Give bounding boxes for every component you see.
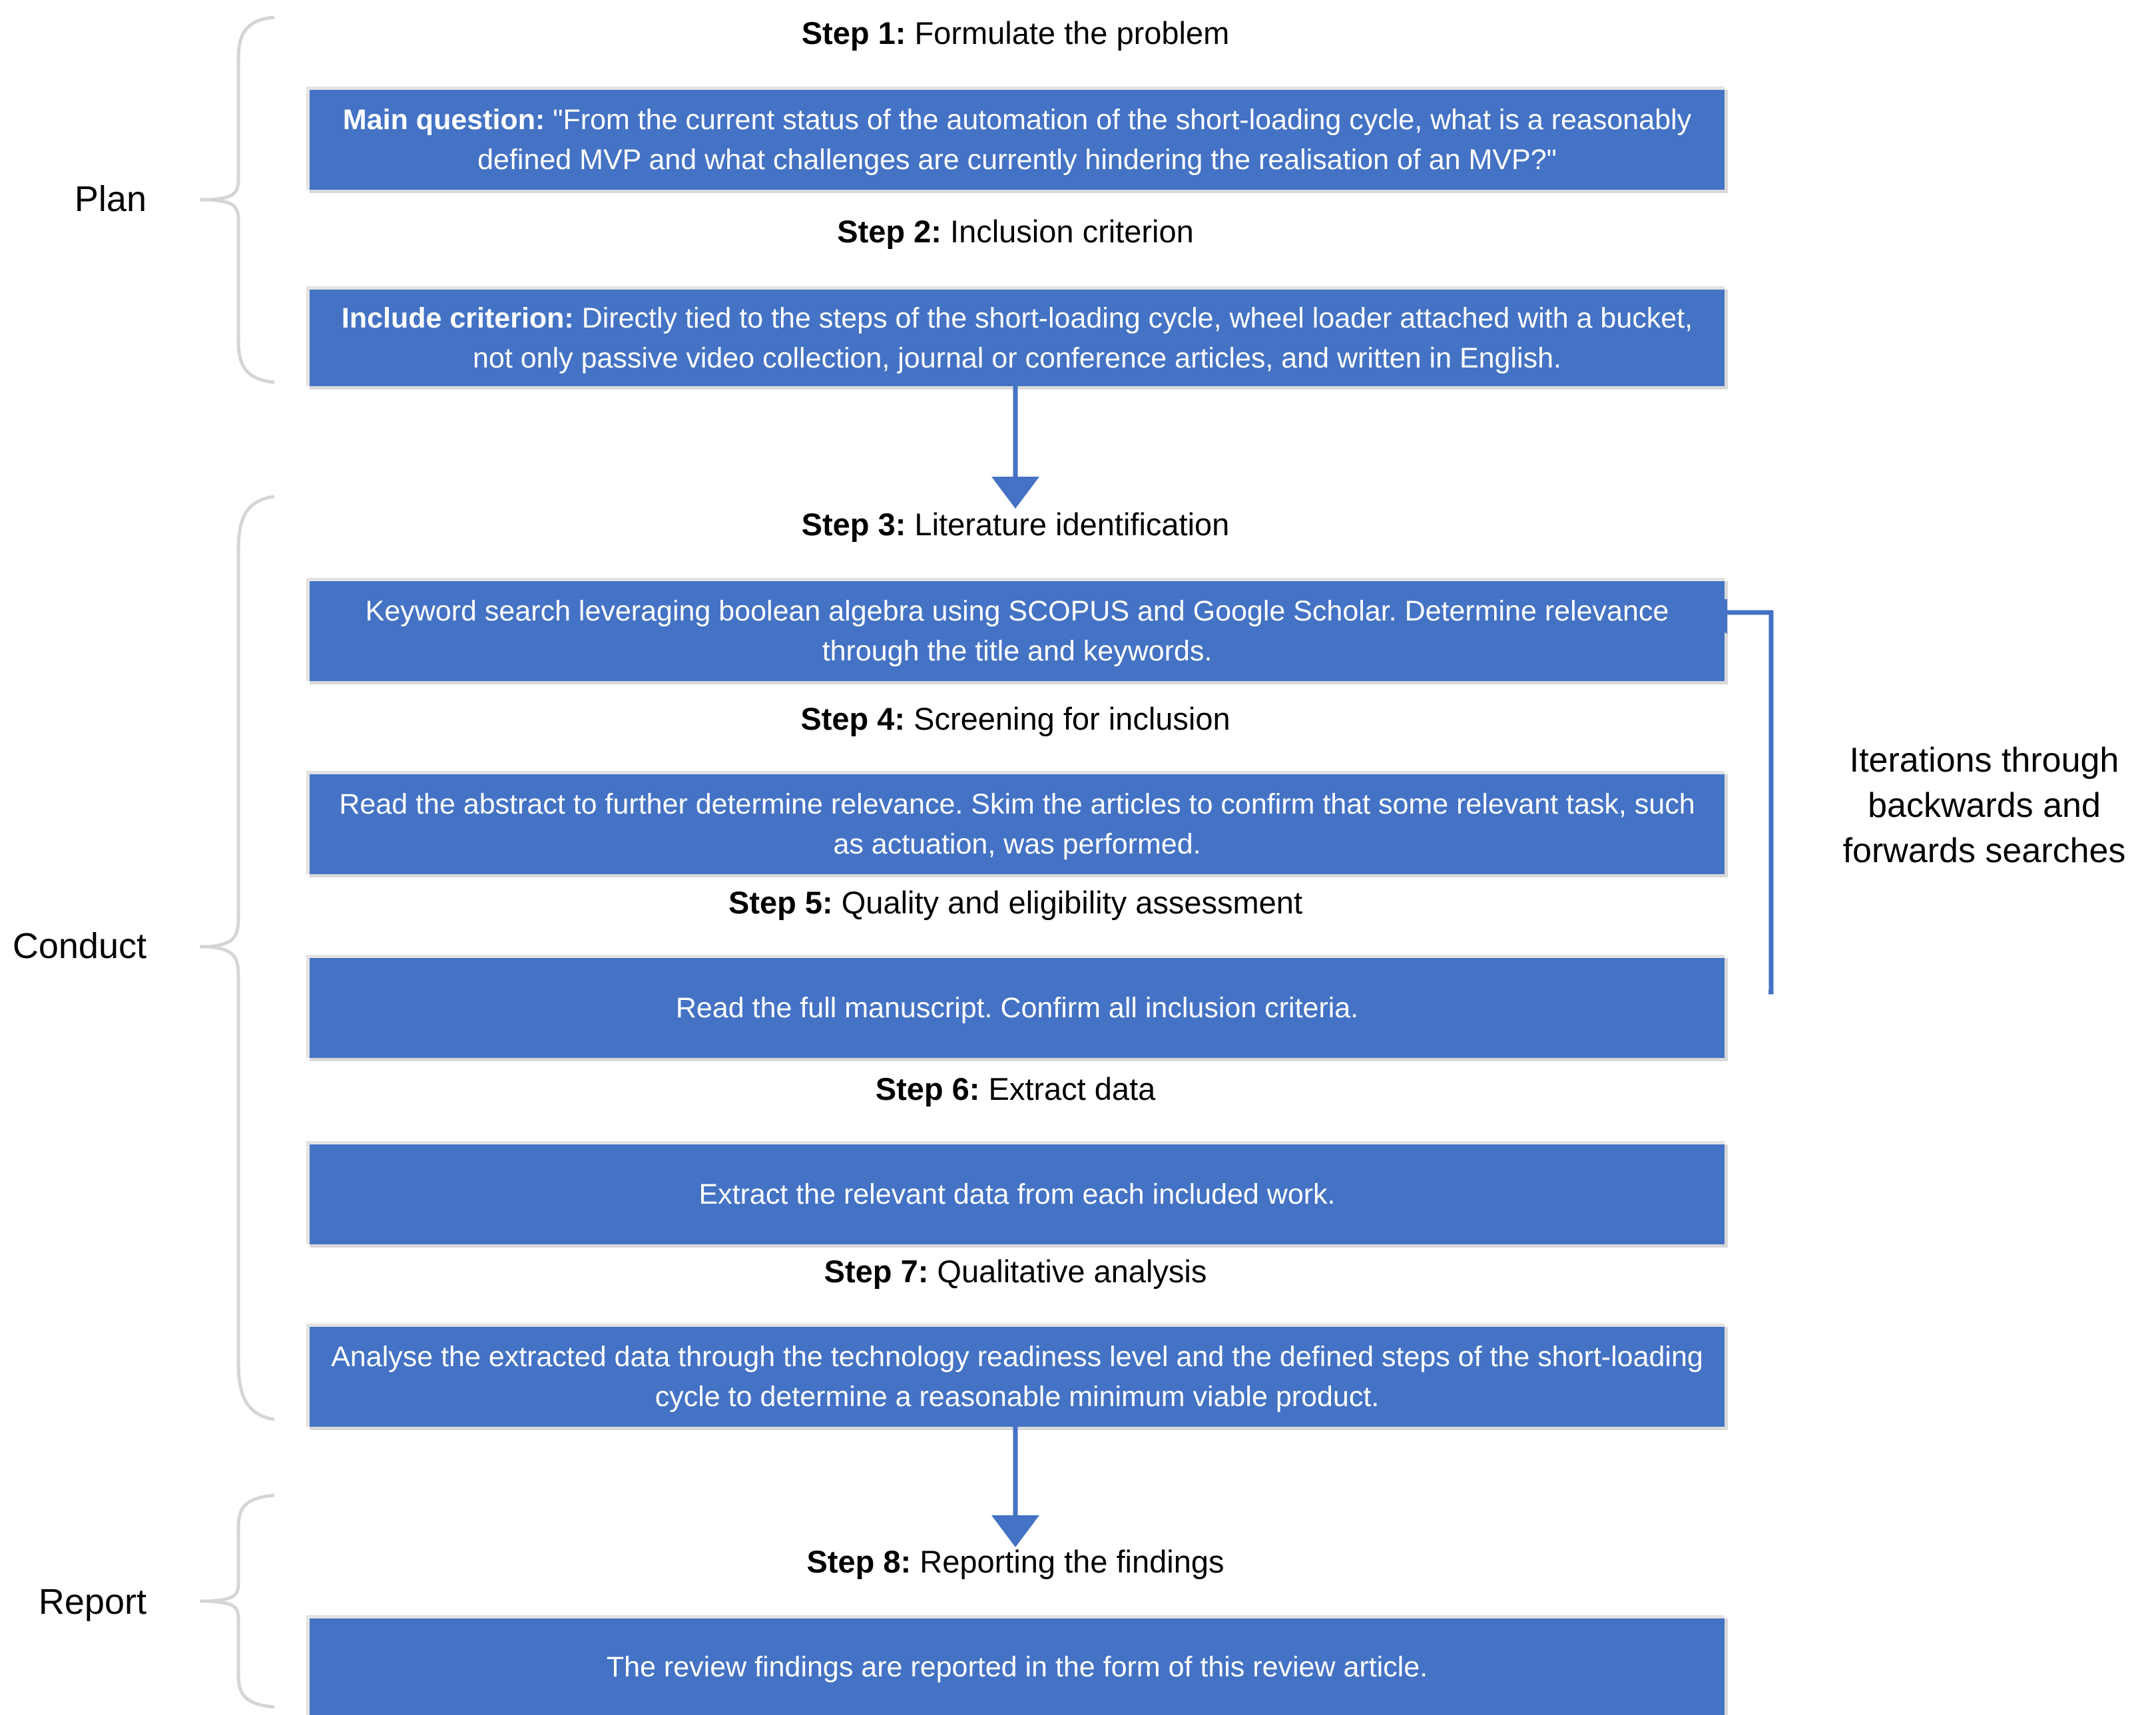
step-6-heading: Step 6: Extract data [306, 1071, 1725, 1108]
step-1-lead: Main question: [342, 104, 545, 136]
step-2-lead: Include criterion: [341, 302, 574, 334]
step-4-body: Read the abstract to further determine r… [339, 788, 1695, 860]
phase-brace-conduct [200, 495, 275, 1421]
step-6-number: Step 6: [875, 1071, 980, 1106]
step-2-number: Step 2: [837, 214, 942, 249]
step-2-body: Directly tied to the steps of the short-… [473, 302, 1693, 374]
phase-label-conduct: Conduct [12, 926, 146, 966]
phase-label-plan: Plan [74, 179, 146, 219]
step-5-body: Read the full manuscript. Confirm all in… [675, 992, 1359, 1024]
step-1-body: "From the current status of the automati… [477, 104, 1692, 176]
step-4-heading: Step 4: Screening for inclusion [306, 700, 1725, 738]
step-6-box: Extract the relevant data from each incl… [306, 1141, 1725, 1244]
step-8-body: The review findings are reported in the … [606, 1650, 1428, 1683]
step-2-title: Inclusion criterion [941, 214, 1194, 249]
step-7-number: Step 7: [824, 1254, 929, 1289]
step-5-title: Quality and eligibility assessment [832, 885, 1303, 920]
step-5-heading: Step 5: Quality and eligibility assessme… [306, 884, 1725, 921]
step-6-body: Extract the relevant data from each incl… [698, 1178, 1336, 1210]
step-8-number: Step 8: [806, 1544, 912, 1579]
step-3-number: Step 3: [801, 507, 906, 542]
iteration-note: Iterations through backwards and forward… [1842, 741, 2126, 870]
step-1-heading: Step 1: Formulate the problem [306, 15, 1725, 52]
step-6-title: Extract data [979, 1071, 1156, 1106]
step-4-number: Step 4: [800, 701, 906, 736]
connector-arrow-step2-to-step3 [991, 386, 1039, 509]
step-1-box: Main question: "From the current status … [306, 87, 1725, 190]
step-7-box: Analyse the extracted data through the t… [306, 1324, 1725, 1427]
step-5-box: Read the full manuscript. Confirm all in… [306, 955, 1725, 1058]
step-2-box: Include criterion: Directly tied to the … [306, 286, 1725, 386]
step-7-body: Analyse the extracted data through the t… [331, 1341, 1703, 1413]
phase-brace-report [200, 1493, 275, 1709]
step-3-title: Literature identification [906, 507, 1230, 542]
step-8-heading: Step 8: Reporting the findings [306, 1543, 1725, 1581]
step-8-title: Reporting the findings [911, 1544, 1224, 1579]
step-3-body: Keyword search leveraging boolean algebr… [365, 595, 1669, 667]
step-3-box: Keyword search leveraging boolean algebr… [306, 578, 1725, 681]
step-4-box: Read the abstract to further determine r… [306, 771, 1725, 874]
phase-label-report: Report [38, 1582, 146, 1622]
phase-brace-plan [200, 15, 275, 384]
step-2-heading: Step 2: Inclusion criterion [306, 213, 1725, 250]
step-4-title: Screening for inclusion [905, 701, 1230, 736]
step-8-box: The review findings are reported in the … [306, 1615, 1725, 1715]
step-5-number: Step 5: [728, 885, 833, 920]
connector-arrow-step7-to-step8 [991, 1425, 1039, 1547]
feedback-loop-arrow [1705, 599, 1774, 995]
step-1-number: Step 1: [801, 15, 906, 51]
step-7-title: Qualitative analysis [928, 1254, 1207, 1289]
step-7-heading: Step 7: Qualitative analysis [306, 1253, 1725, 1290]
step-1-title: Formulate the problem [906, 15, 1230, 51]
step-3-heading: Step 3: Literature identification [306, 506, 1725, 543]
